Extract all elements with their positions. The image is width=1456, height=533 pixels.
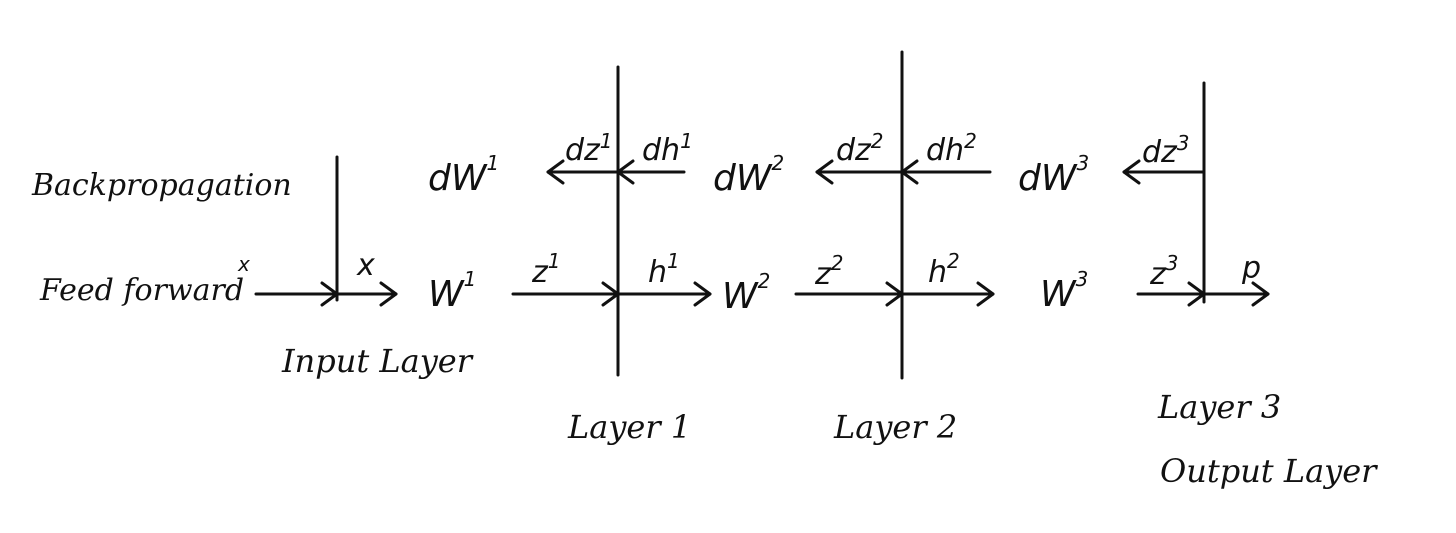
forward-input-var: x [237,252,250,276]
forward-arrows [254,281,1270,307]
grad-dz3: dz3 [1142,131,1190,170]
weight-w3: W3 [1040,267,1088,315]
layer-2-label: Layer 2 [833,408,957,446]
backward-arrows [546,159,1206,185]
weight-w2: W2 [722,269,770,317]
grad-dw2: dW2 [713,151,784,199]
grad-dz1: dz1 [565,129,613,168]
input-layer-label: Input Layer [281,342,474,380]
weight-w1: W1 [428,267,476,315]
edge-h2: h2 [928,249,960,290]
grad-dh1: dh1 [642,129,693,168]
grad-dz2: dz2 [836,129,884,168]
backpropagation-row-label: Backpropagation [31,168,292,203]
layer-1-label: Layer 1 [567,408,691,446]
edge-z3: z3 [1149,251,1178,292]
grad-dw1: dW1 [428,151,499,199]
forward-input-out: x [356,248,375,283]
forward-output-var: p [1241,251,1261,286]
edge-z2: z2 [814,251,843,292]
layer-3-label: Layer 3 [1157,388,1281,426]
feed-forward-row-label: Feed forward [39,273,244,308]
edge-z1: z1 [531,249,560,290]
output-layer-label: Output Layer [1160,452,1378,490]
grad-dh2: dh2 [926,129,977,168]
grad-dw3: dW3 [1018,151,1089,199]
edge-h1: h1 [648,249,680,290]
